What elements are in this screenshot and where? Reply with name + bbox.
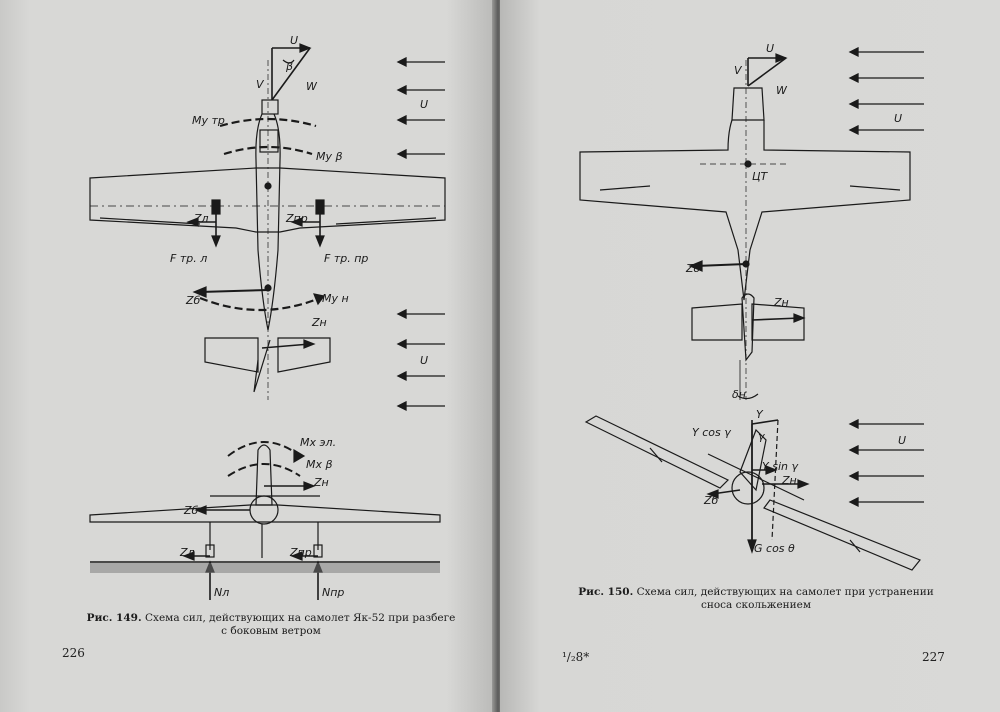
- label-z-pr-front: Zпр: [289, 546, 312, 559]
- label-u-right-150: U: [894, 112, 902, 125]
- label-u-tail: U: [420, 354, 428, 367]
- label-w-150: W: [776, 84, 788, 97]
- label-y-sin: Y sin γ: [762, 460, 798, 473]
- label-u-right: U: [420, 98, 428, 111]
- label-gamma: γ: [758, 430, 765, 443]
- label-w: W: [306, 80, 318, 93]
- caption-150: Рис. 150. Схема сил, действующих на само…: [566, 586, 946, 612]
- label-z-n-front: Zн: [313, 476, 329, 489]
- label-z-b: Zб: [185, 294, 201, 307]
- page-number-left: 226: [62, 646, 85, 660]
- label-my-tr: Mу тр: [192, 114, 225, 127]
- label-g-cos: G cos θ: [754, 542, 795, 555]
- label-y-cos: Y cos γ: [692, 426, 731, 439]
- caption-149-text: Схема сил, действующих на самолет Як-52 …: [144, 612, 456, 637]
- figure-149: U β V W U Mу тр Mу β Zл Zпр F тр. л F тр…: [89, 34, 446, 600]
- label-u-top: U: [290, 34, 298, 47]
- label-z-b-front: Zб: [183, 504, 199, 517]
- label-n-l: Nл: [214, 586, 229, 599]
- label-f-tr-l: F тр. л: [170, 252, 207, 265]
- label-z-b2-150: Zб: [703, 494, 719, 507]
- label-z-b-150: Zб: [685, 262, 701, 275]
- page-number-right: 227: [922, 650, 945, 664]
- label-my-n: Mу н: [322, 292, 349, 305]
- label-mx-el: Mх эл.: [300, 436, 336, 449]
- signature-mark: ¹/₂8*: [562, 650, 590, 664]
- label-delta-n: δн: [732, 388, 746, 401]
- label-u-bottom-150: U: [898, 434, 906, 447]
- left-page: U β V W U Mу тр Mу β Zл Zпр F тр. л F тр…: [0, 0, 496, 712]
- label-z-n: Zн: [311, 316, 327, 329]
- label-z-n-150: Zн: [773, 296, 789, 309]
- label-beta: β: [285, 60, 293, 73]
- label-f-tr-pr: F тр. пр: [324, 252, 368, 265]
- caption-150-prefix: Рис. 150.: [578, 586, 634, 598]
- label-z-l-front: Zл: [179, 546, 195, 559]
- label-z-pr: Zпр: [285, 212, 308, 225]
- caption-149-prefix: Рис. 149.: [86, 612, 142, 624]
- label-u-top-150: U: [766, 42, 774, 55]
- caption-149: Рис. 149. Схема сил, действующих на само…: [86, 612, 456, 638]
- label-my-beta: Mу β: [316, 150, 343, 163]
- label-v-150: V: [734, 64, 743, 77]
- label-ct: ЦТ: [752, 170, 769, 183]
- label-mx-beta: Mх β: [306, 458, 333, 471]
- caption-150-text: Схема сил, действующих на самолет при ус…: [636, 586, 934, 611]
- label-z-l: Zл: [193, 212, 209, 225]
- label-z-n2-150: Zн: [781, 474, 797, 487]
- right-page: U V W U ЦТ Zб Zн δн Y Y cos γ γ Y sin γ …: [500, 0, 1000, 712]
- label-v: V: [256, 78, 265, 91]
- figure-150: U V W U ЦТ Zб Zн δн Y Y cos γ γ Y sin γ …: [579, 42, 924, 571]
- label-n-pr: Nпр: [322, 586, 344, 599]
- label-y: Y: [756, 408, 764, 421]
